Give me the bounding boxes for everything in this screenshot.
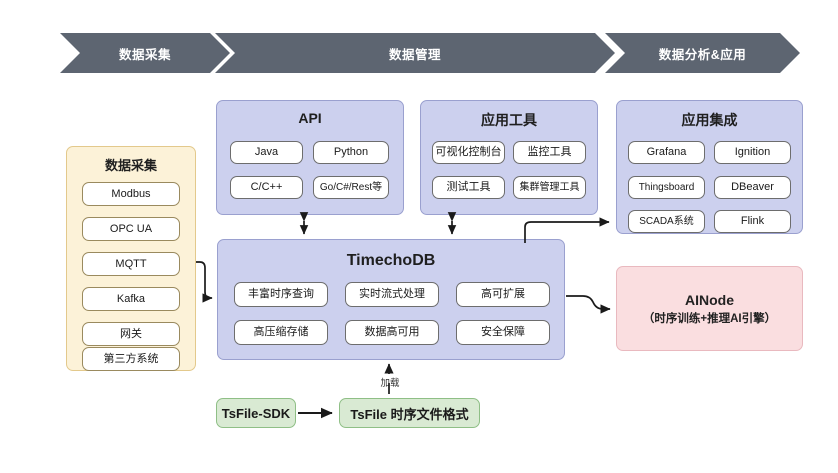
stage-banner-collection-label: 数据采集 xyxy=(118,47,171,62)
timechodb-feature-rich-query[interactable]: 丰富时序查询 xyxy=(234,282,328,307)
tsfile-format-box[interactable]: TsFile 时序文件格式 xyxy=(339,398,480,428)
ainode-title: AINode xyxy=(685,291,734,308)
tsfile-sdk-box[interactable]: TsFile-SDK xyxy=(216,398,296,428)
api-panel-title: API xyxy=(298,110,322,126)
ainode-panel xyxy=(616,266,803,351)
integration-item-ignition[interactable]: Ignition xyxy=(714,141,791,164)
api-item-go-csharp-rest[interactable]: Go/C#/Rest等 xyxy=(313,176,389,199)
ainode-label-group: AINode （时序训练+推理AI引擎） xyxy=(616,266,803,351)
collection-item-gateway[interactable]: 网关 xyxy=(82,322,180,346)
api-item-java[interactable]: Java xyxy=(230,141,303,164)
tools-item-monitoring[interactable]: 监控工具 xyxy=(513,141,586,164)
timechodb-feature-high-availability[interactable]: 数据高可用 xyxy=(345,320,439,345)
api-item-cpp[interactable]: C/C++ xyxy=(230,176,303,199)
stage-banner-collection: 数据采集 xyxy=(60,33,230,73)
stage-banner-management: 数据管理 xyxy=(215,33,615,73)
tools-item-cluster-management[interactable]: 集群管理工具 xyxy=(513,176,586,199)
timechodb-feature-compression-storage[interactable]: 高压缩存储 xyxy=(234,320,328,345)
integration-item-flink[interactable]: Flink xyxy=(714,210,791,233)
timechodb-feature-stream-processing[interactable]: 实时流式处理 xyxy=(345,282,439,307)
collection-item-mqtt[interactable]: MQTT xyxy=(82,252,180,276)
stage-banner-analysis: 数据分析&应用 xyxy=(605,33,800,73)
integration-item-grafana[interactable]: Grafana xyxy=(628,141,705,164)
collection-item-kafka[interactable]: Kafka xyxy=(82,287,180,311)
tools-item-visual-console[interactable]: 可视化控制台 xyxy=(432,141,505,164)
tools-item-testing[interactable]: 测试工具 xyxy=(432,176,505,199)
load-edge-label: 加载 xyxy=(380,378,400,389)
ainode-subtitle: （时序训练+推理AI引擎） xyxy=(642,312,777,325)
collection-item-third-party[interactable]: 第三方系统 xyxy=(82,347,180,371)
collection-item-modbus[interactable]: Modbus xyxy=(82,182,180,206)
wire-collection-to-timechodb xyxy=(196,261,213,303)
application-integration-panel-title: 应用集成 xyxy=(681,112,738,128)
timechodb-panel-title: TimechoDB xyxy=(346,252,436,269)
wire-timechodb-to-ainode xyxy=(566,295,611,314)
api-item-python[interactable]: Python xyxy=(313,141,389,164)
stage-banner-management-label: 数据管理 xyxy=(388,47,441,62)
integration-item-thingsboard[interactable]: Thingsboard xyxy=(628,176,705,199)
integration-item-scada[interactable]: SCADA系统 xyxy=(628,210,705,233)
timechodb-feature-scalability[interactable]: 高可扩展 xyxy=(456,282,550,307)
integration-item-dbeaver[interactable]: DBeaver xyxy=(714,176,791,199)
timechodb-feature-security[interactable]: 安全保障 xyxy=(456,320,550,345)
collection-item-opcua[interactable]: OPC UA xyxy=(82,217,180,241)
data-collection-panel-title: 数据采集 xyxy=(104,158,157,173)
application-tools-panel-title: 应用工具 xyxy=(481,112,537,128)
stage-banner-analysis-label: 数据分析&应用 xyxy=(658,47,747,62)
